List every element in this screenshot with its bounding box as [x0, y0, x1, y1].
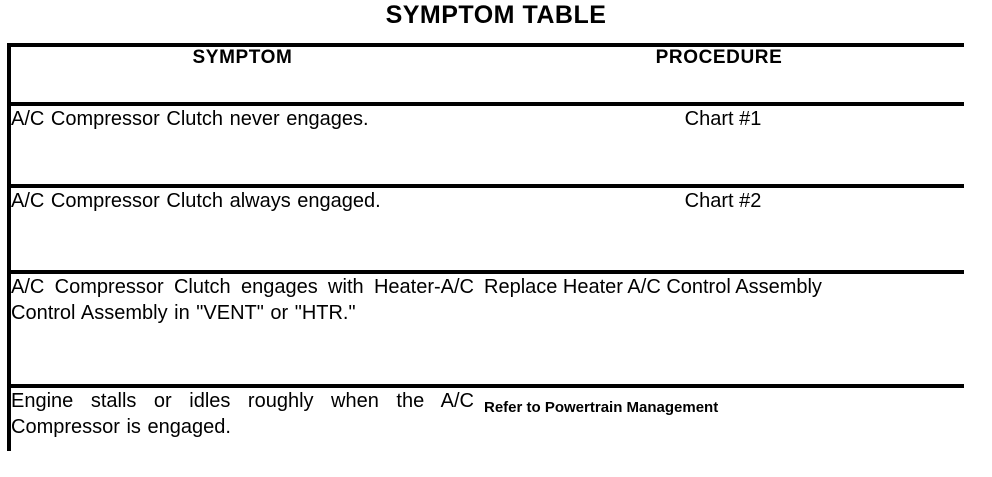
procedure-prefix-text: Refer to	[484, 399, 545, 416]
page-root: SYMPTOM TABLE SYMPTOM PROCEDURE A/C Comp…	[7, 1, 964, 477]
table-row: A/C Compressor Clutch engages with Heate…	[11, 272, 964, 388]
procedure-cell: Replace Heater A/C Control Assembly	[474, 272, 964, 388]
page-title: SYMPTOM TABLE	[385, 1, 607, 29]
procedure-cell: Chart #1	[474, 104, 964, 188]
procedure-cell: Chart #2	[474, 186, 964, 274]
procedure-reference-text: Powertrain Management	[544, 399, 719, 416]
symptom-cell: A/C Compressor Clutch engages with Heate…	[11, 272, 474, 388]
symptom-cell: A/C Compressor Clutch never engages.	[11, 104, 474, 188]
symptom-table: SYMPTOM PROCEDURE A/C Compressor Clutch …	[11, 47, 964, 477]
column-header-procedure: PROCEDURE	[474, 47, 964, 106]
column-header-symptom: SYMPTOM	[11, 47, 474, 106]
table-header-row: SYMPTOM PROCEDURE	[11, 47, 964, 106]
table-row: Engine stalls or idles roughly when the …	[11, 386, 964, 477]
table-row: A/C Compressor Clutch always engaged. Ch…	[11, 186, 964, 274]
table-row: A/C Compressor Clutch never engages. Cha…	[11, 104, 964, 188]
symptom-cell: Engine stalls or idles roughly when the …	[11, 386, 474, 477]
symptom-table-container: SYMPTOM PROCEDURE A/C Compressor Clutch …	[7, 43, 964, 477]
procedure-cell: Refer to Powertrain Management	[474, 386, 964, 477]
symptom-cell: A/C Compressor Clutch always engaged.	[11, 186, 474, 274]
